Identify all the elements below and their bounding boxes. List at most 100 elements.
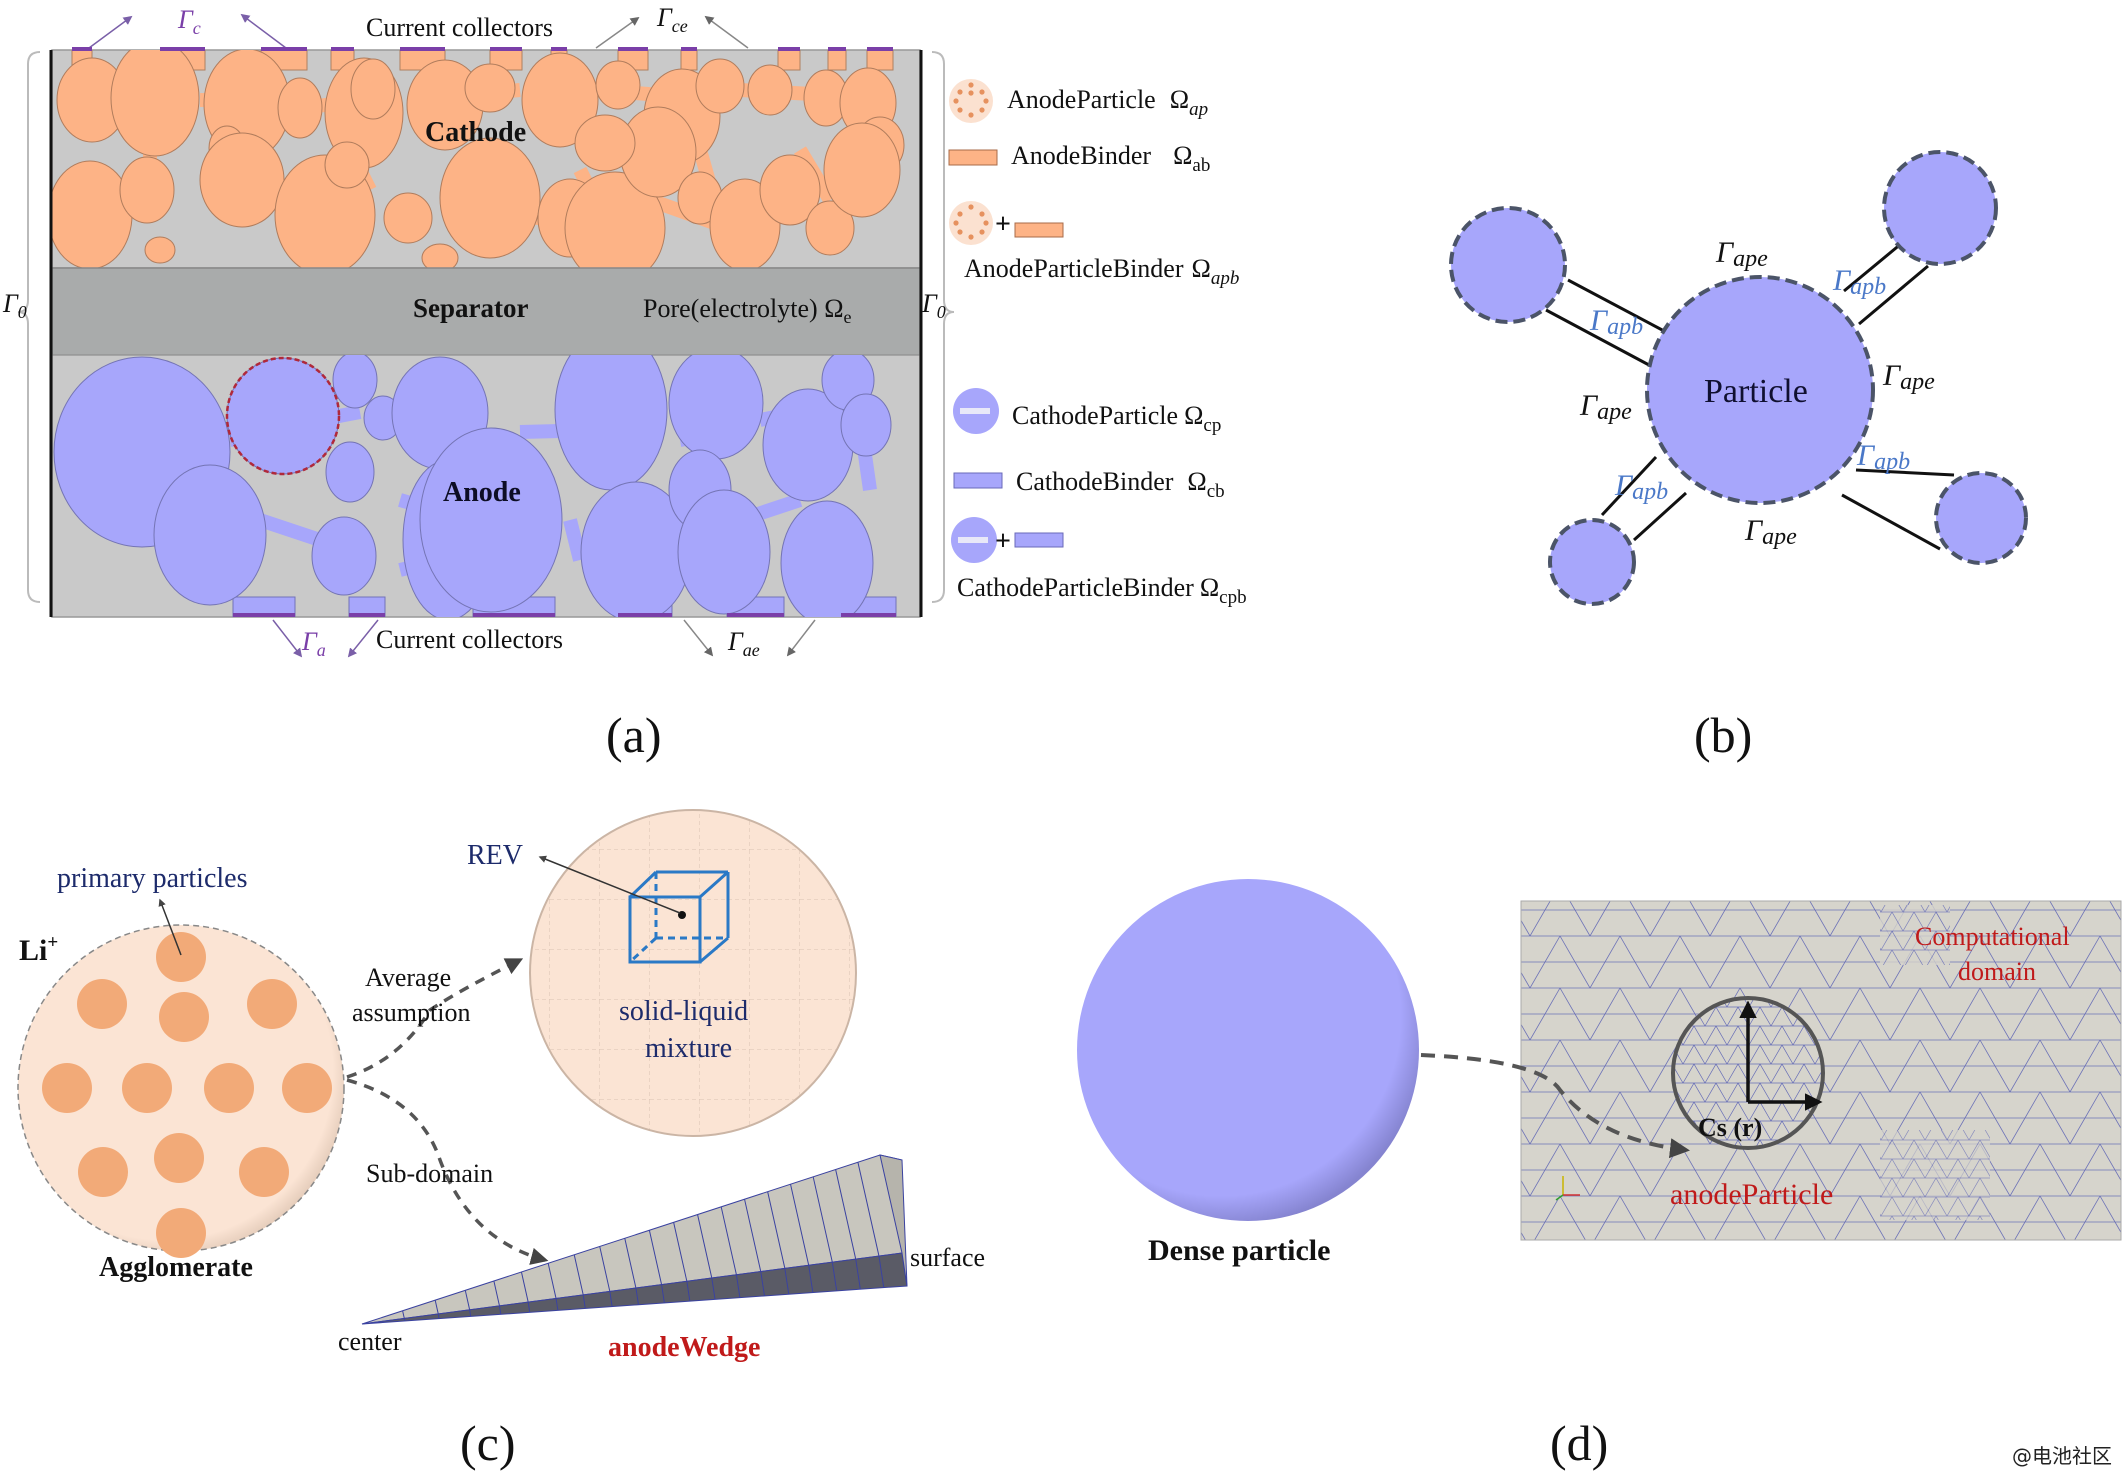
separator-label: Separator <box>413 293 528 323</box>
mixture-label-line2: mixture <box>645 1033 732 1064</box>
cathode-particle <box>383 192 433 244</box>
gamma-0-right-label: Γ0 <box>921 289 946 322</box>
cathode-current-collector <box>331 47 354 51</box>
gamma-ae-arrow-right <box>786 619 816 657</box>
wedge-mesh-line <box>573 1254 586 1309</box>
cathode-particle <box>695 58 745 114</box>
cathode-current-collector <box>778 47 800 51</box>
anode-binder <box>563 518 587 562</box>
anode-label: Anode <box>443 477 521 508</box>
gamma-c-arrow-right <box>240 13 287 49</box>
primary-particles <box>42 932 332 1258</box>
gamma-ape-right: Γape <box>1882 359 1935 395</box>
panel-c: primary particles Li+ Agglomerate Averag… <box>17 809 985 1471</box>
top-current-collectors-label: Current collectors <box>366 13 553 42</box>
primary-particle <box>247 979 297 1029</box>
computational-domain-line1: Computational <box>1915 922 2070 951</box>
anode-wedge-label: anodeWedge <box>608 1332 760 1363</box>
average-label-line2: assumption <box>352 998 470 1027</box>
cathode-particle <box>759 154 821 226</box>
caption-c: (c) <box>460 1415 516 1471</box>
cathode-particle <box>350 58 396 120</box>
gamma-ae-label: Γae <box>727 627 760 660</box>
subdomain-label: Sub-domain <box>366 1159 493 1188</box>
anode-collector-stub <box>232 596 296 617</box>
gamma-apb-top-left: Γapb <box>1589 304 1643 340</box>
dense-particle <box>1077 879 1419 1221</box>
cathode-label: Cathode <box>425 117 526 148</box>
cathode-particle <box>110 50 200 157</box>
cathode-particle <box>574 114 636 172</box>
cathode-collector-stub <box>866 50 894 71</box>
cathode-current-collector <box>551 47 567 51</box>
center-label: center <box>338 1327 402 1356</box>
wedge-mesh-line <box>767 1191 790 1295</box>
gamma-ce-arrow-right <box>704 15 749 49</box>
gamma-0-left-label: Γ0 <box>2 289 27 322</box>
cathode-particle <box>521 52 599 148</box>
li-ion-label: Li+ <box>19 932 58 967</box>
wedge-mesh-line <box>673 1222 691 1302</box>
gamma-ce-label: Γce <box>656 3 688 36</box>
anode-current-collector <box>233 613 295 617</box>
primary-particle <box>122 1063 172 1113</box>
cathode-particle <box>747 64 793 116</box>
agglomerate-dots <box>953 82 989 118</box>
primary-particle <box>77 979 127 1029</box>
surface-label: surface <box>910 1243 985 1272</box>
watermark: @电池社区 <box>2012 1444 2112 1468</box>
cathode-particle <box>595 60 641 110</box>
wedge-mesh-line <box>648 1230 665 1303</box>
cathode-particle <box>564 171 666 268</box>
primary-particle <box>78 1147 128 1197</box>
wedge-end-face <box>879 1154 908 1287</box>
satellite-particle-top-right <box>1882 150 1998 266</box>
gamma-ape-left: Γape <box>1579 389 1632 425</box>
cathode-collector-stub <box>827 50 847 71</box>
panel-b: Particle Γape Γape Γape Γape Γapb Γapb Γ… <box>1449 150 2028 763</box>
wedge-mesh-line <box>697 1214 716 1300</box>
anode-wedge <box>361 1154 908 1325</box>
wedge-mesh-line <box>624 1238 639 1305</box>
primary-particle <box>156 1208 206 1258</box>
rev-cube-icon <box>628 870 730 964</box>
wedge-mesh-line <box>720 1206 741 1298</box>
particle-label: Particle <box>1704 373 1808 410</box>
cathode-particle <box>277 77 323 139</box>
primary-particle <box>154 1133 204 1183</box>
cathode-particle <box>439 137 541 259</box>
anode-current-collector <box>349 613 385 617</box>
dense-particle-label: Dense particle <box>1148 1234 1330 1267</box>
gamma-apb-bottom-left: Γapb <box>1614 469 1668 505</box>
anode-particle <box>419 427 563 613</box>
gamma-apb-bottom-right: Γapb <box>1856 439 1910 475</box>
binder-rect-blue-icon <box>953 472 1003 489</box>
anode-particle <box>677 489 771 615</box>
caption-b: (b) <box>1694 707 1752 763</box>
wedge-mesh-line <box>434 1300 440 1319</box>
primary-particle <box>42 1063 92 1113</box>
cathode-particle <box>199 132 285 228</box>
primary-particle <box>156 932 206 982</box>
primary-particles-pointer <box>158 898 182 956</box>
gamma-a-arrow-left <box>272 619 303 658</box>
cathode-current-collector <box>160 47 205 51</box>
anode-particle <box>332 355 378 409</box>
cathode-particle <box>119 156 175 224</box>
cathode-particle <box>324 141 370 189</box>
average-assumption-arrow <box>346 958 524 1079</box>
anode-particle <box>668 355 764 460</box>
cathode-particle <box>52 160 133 268</box>
gamma-ape-bottom: Γape <box>1744 514 1797 550</box>
gamma-ce-arrow-left <box>595 16 640 49</box>
subdomain-arrow <box>346 1078 549 1265</box>
anode-particle <box>153 464 267 606</box>
anode-current-collector <box>841 613 896 617</box>
